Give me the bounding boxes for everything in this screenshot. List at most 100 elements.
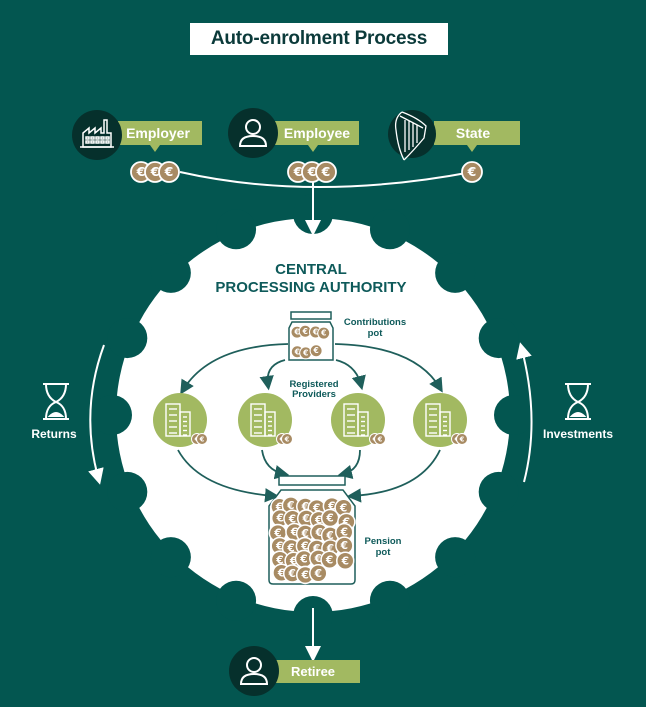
svg-text:€: € — [326, 542, 334, 555]
central-gear — [92, 194, 534, 636]
svg-text:€: € — [275, 540, 283, 553]
euro-coin-icon: € — [315, 161, 337, 183]
registered-provider: €€ — [153, 393, 208, 447]
gear-notch — [494, 395, 534, 435]
person-icon — [238, 119, 268, 147]
svg-text:€: € — [299, 552, 307, 565]
euro-coin-icon: € — [336, 551, 355, 570]
svg-text:€: € — [459, 435, 465, 443]
svg-text:€: € — [277, 566, 285, 579]
pension-pot-label-line2: pot — [376, 547, 392, 558]
svg-text:€: € — [300, 527, 308, 540]
svg-text:€: € — [275, 500, 283, 513]
harp-icon — [394, 111, 427, 161]
svg-text:€: € — [341, 554, 349, 567]
registered-provider: €€ — [413, 393, 468, 447]
central-title-line1: CENTRAL — [275, 261, 347, 278]
returns-label: Returns — [31, 427, 77, 441]
svg-text:€: € — [307, 164, 317, 179]
euro-coin-icon: € — [320, 508, 340, 528]
contributions-pot-jar: €€€€€€€ — [288, 311, 334, 361]
euro-coin-icon: € — [456, 433, 468, 445]
svg-text:€: € — [136, 164, 146, 179]
svg-text:€: € — [150, 164, 160, 179]
euro-coin-icon: € — [281, 433, 293, 445]
svg-text:€: € — [164, 164, 174, 179]
svg-text:€: € — [288, 567, 296, 580]
svg-text:€: € — [300, 540, 308, 553]
building-icon — [250, 403, 276, 437]
returns-arrow — [88, 344, 105, 485]
svg-text:€: € — [340, 526, 348, 539]
svg-text:€: € — [320, 329, 326, 338]
svg-text:€: € — [342, 515, 350, 528]
svg-text:€: € — [290, 526, 298, 539]
gear-notch — [216, 209, 257, 250]
svg-text:€: € — [325, 512, 333, 525]
employer-label: Employer — [126, 125, 190, 141]
employee-label-bg — [275, 121, 359, 145]
gear-notch — [150, 537, 191, 578]
svg-text:€: € — [377, 435, 383, 443]
svg-text:€: € — [314, 513, 322, 526]
svg-text:€: € — [289, 554, 297, 567]
svg-text:€: € — [288, 512, 296, 525]
contributor-employer: Employer € € € — [72, 110, 202, 183]
svg-text:€: € — [312, 328, 318, 337]
svg-text:€: € — [302, 348, 308, 357]
svg-text:€: € — [327, 500, 335, 513]
investments-label: Investments — [543, 427, 613, 441]
contribution-flow-line — [179, 171, 473, 188]
svg-text:€: € — [312, 502, 320, 515]
svg-text:€: € — [325, 553, 333, 566]
registered-provider: €€ — [331, 393, 386, 447]
svg-text:€: € — [312, 542, 320, 555]
pension-pot-label-line1: Pension — [365, 536, 402, 547]
svg-text:€: € — [275, 512, 283, 525]
gear-notch — [107, 318, 148, 359]
pension-pot-jar: €€€€€€€€€€€€€€€€€€€€€€€€€€€€€€€€€€ — [268, 475, 356, 585]
distribution-arrows — [180, 343, 443, 395]
svg-text:€: € — [321, 164, 331, 179]
factory-icon-circle — [72, 110, 122, 160]
svg-text:€: € — [301, 569, 309, 582]
gear-notch — [478, 471, 519, 512]
person-icon — [239, 657, 269, 685]
gear-notch — [216, 580, 257, 621]
retiree-label: Retiree — [291, 664, 335, 679]
gear-notch — [369, 209, 410, 250]
providers-label-line1: Registered — [289, 379, 338, 390]
contributor-employee: Employee €€€ — [228, 108, 359, 183]
euro-coin-icon: € — [309, 563, 328, 583]
page-title: Auto-enrolment Process — [190, 23, 448, 55]
gear-notch — [369, 580, 410, 621]
svg-text:€: € — [293, 328, 299, 337]
svg-text:€: € — [286, 541, 294, 554]
hourglass-icon — [565, 383, 591, 420]
svg-text:€: € — [467, 164, 477, 179]
building-icon — [425, 403, 451, 437]
central-title-line2: PROCESSING AUTHORITY — [215, 279, 406, 296]
state-label: State — [456, 125, 490, 141]
svg-text:€: € — [199, 435, 205, 443]
building-icon — [165, 403, 191, 437]
gear-notch — [92, 395, 132, 435]
euro-coin-icon: € — [309, 344, 323, 358]
svg-text:€: € — [293, 164, 303, 179]
svg-text:€: € — [286, 499, 294, 512]
employer-label-bg — [118, 121, 202, 145]
svg-text:€: € — [339, 501, 347, 514]
euro-coin-icon: € — [158, 161, 180, 183]
euro-coin-icon: € — [299, 346, 313, 360]
gear-notch — [150, 252, 191, 293]
svg-text:€: € — [313, 346, 319, 355]
state-label-bg — [434, 121, 520, 145]
hourglass-icon — [43, 383, 69, 420]
svg-text:€: € — [302, 327, 308, 336]
euro-coin-icon: € — [374, 433, 386, 445]
contributor-state: State € — [388, 110, 520, 183]
euro-coin-icon: € — [196, 433, 208, 445]
contributions-pot-label-line2: pot — [368, 328, 384, 339]
gear-notch — [435, 252, 476, 293]
